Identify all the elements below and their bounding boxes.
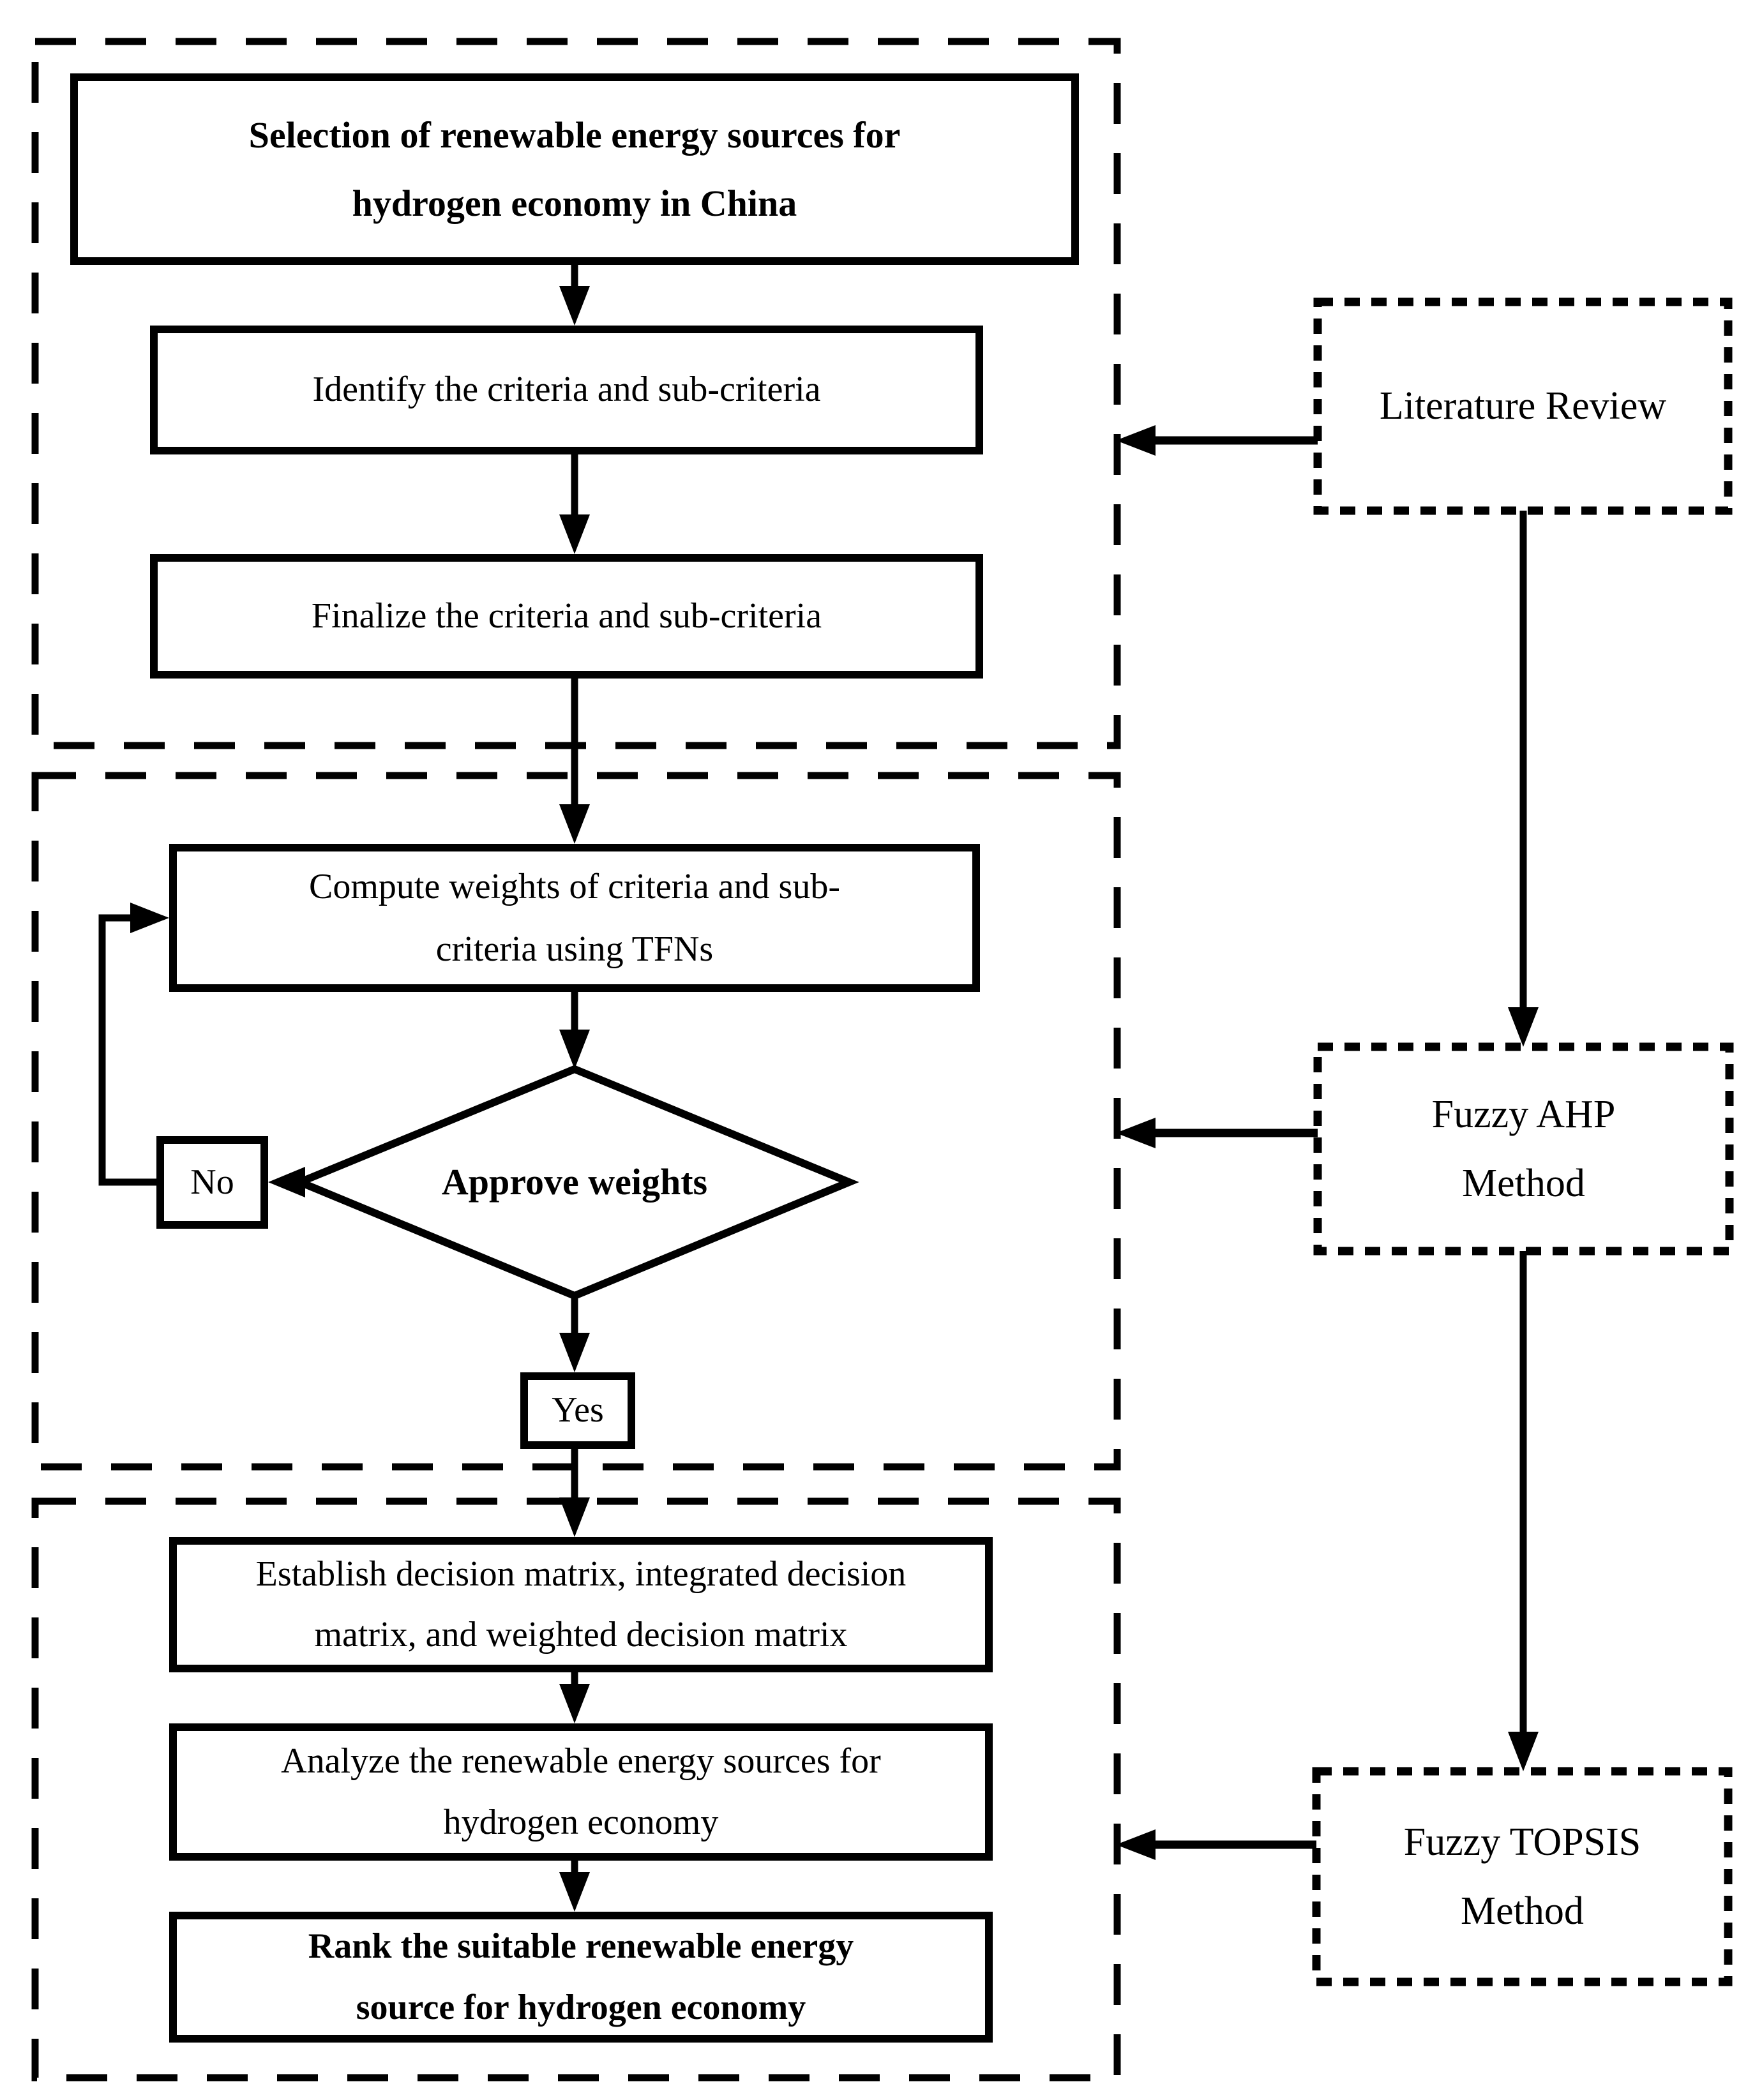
method-label-fuzzy-topsis: Fuzzy TOPSIS Method [1403, 1820, 1641, 1933]
process-box-analyze-sources: Analyze the renewable energy sources for… [169, 1723, 993, 1861]
process-label-rank-sources: Rank the suitable renewable energy sourc… [308, 1926, 854, 2027]
connector-literature-to-ahp [1508, 511, 1539, 1047]
literature-review-dotted-box [1313, 297, 1733, 515]
method-label-fuzzy-ahp: Fuzzy AHP Method [1431, 1092, 1616, 1206]
fuzzy-ahp-dotted-box [1313, 1042, 1734, 1256]
method-box-fuzzy-ahp: Fuzzy AHP Method [1318, 1047, 1729, 1251]
arrow-diamond-to-yes [559, 1296, 590, 1372]
arrow-yes-to-establish [559, 1449, 590, 1537]
decision-branch-yes: Yes [520, 1372, 635, 1449]
approve-weights-diamond [290, 1065, 859, 1300]
arrow-analyze-to-rank [559, 1861, 590, 1912]
process-label-compute-weights: Compute weights of criteria and sub- cri… [308, 867, 840, 969]
arrow-title-to-identify [559, 265, 590, 326]
arrow-ahp-to-phase2 [1116, 1118, 1318, 1148]
process-box-identify-criteria: Identify the criteria and sub-criteria [150, 326, 983, 454]
decision-branch-no-label: No [190, 1162, 234, 1202]
arrow-diamond-to-no [268, 1167, 305, 1197]
process-label-analyze-sources: Analyze the renewable energy sources for… [281, 1741, 881, 1842]
phase2-dashed-container [31, 772, 1121, 1471]
decision-branch-no: No [156, 1136, 268, 1229]
fuzzy-topsis-dotted-box [1312, 1767, 1733, 1986]
arrow-establish-to-analyze [559, 1672, 590, 1723]
arrow-literature-to-phase1 [1116, 425, 1318, 456]
phase3-dashed-container [31, 1497, 1121, 2081]
process-box-goal: Selection of renewable energy sources fo… [70, 73, 1079, 265]
arrow-topsis-to-phase3 [1116, 1829, 1316, 1860]
process-label-goal: Selection of renewable energy sources fo… [248, 114, 901, 224]
decision-branch-yes-label: Yes [552, 1390, 604, 1430]
process-label-finalize-criteria: Finalize the criteria and sub-criteria [311, 596, 822, 636]
loop-no-to-compute [98, 903, 169, 1186]
arrow-compute-to-diamond [559, 992, 590, 1069]
arrow-identify-to-finalize [559, 454, 590, 554]
process-box-compute-weights: Compute weights of criteria and sub- cri… [169, 844, 980, 992]
decision-label-approve-weights: Approve weights [441, 1160, 708, 1203]
arrow-finalize-to-compute [559, 679, 590, 844]
connector-ahp-to-topsis [1508, 1251, 1539, 1771]
method-box-literature-review: Literature Review [1318, 302, 1728, 511]
method-label-literature-review: Literature Review [1379, 384, 1667, 428]
process-label-decision-matrix: Establish decision matrix, integrated de… [255, 1554, 907, 1654]
process-label-identify-criteria: Identify the criteria and sub-criteria [312, 370, 821, 410]
method-box-fuzzy-topsis: Fuzzy TOPSIS Method [1316, 1771, 1728, 1982]
process-box-rank-sources: Rank the suitable renewable energy sourc… [169, 1912, 993, 2043]
process-box-decision-matrix: Establish decision matrix, integrated de… [169, 1537, 993, 1672]
process-box-finalize-criteria: Finalize the criteria and sub-criteria [150, 554, 983, 679]
